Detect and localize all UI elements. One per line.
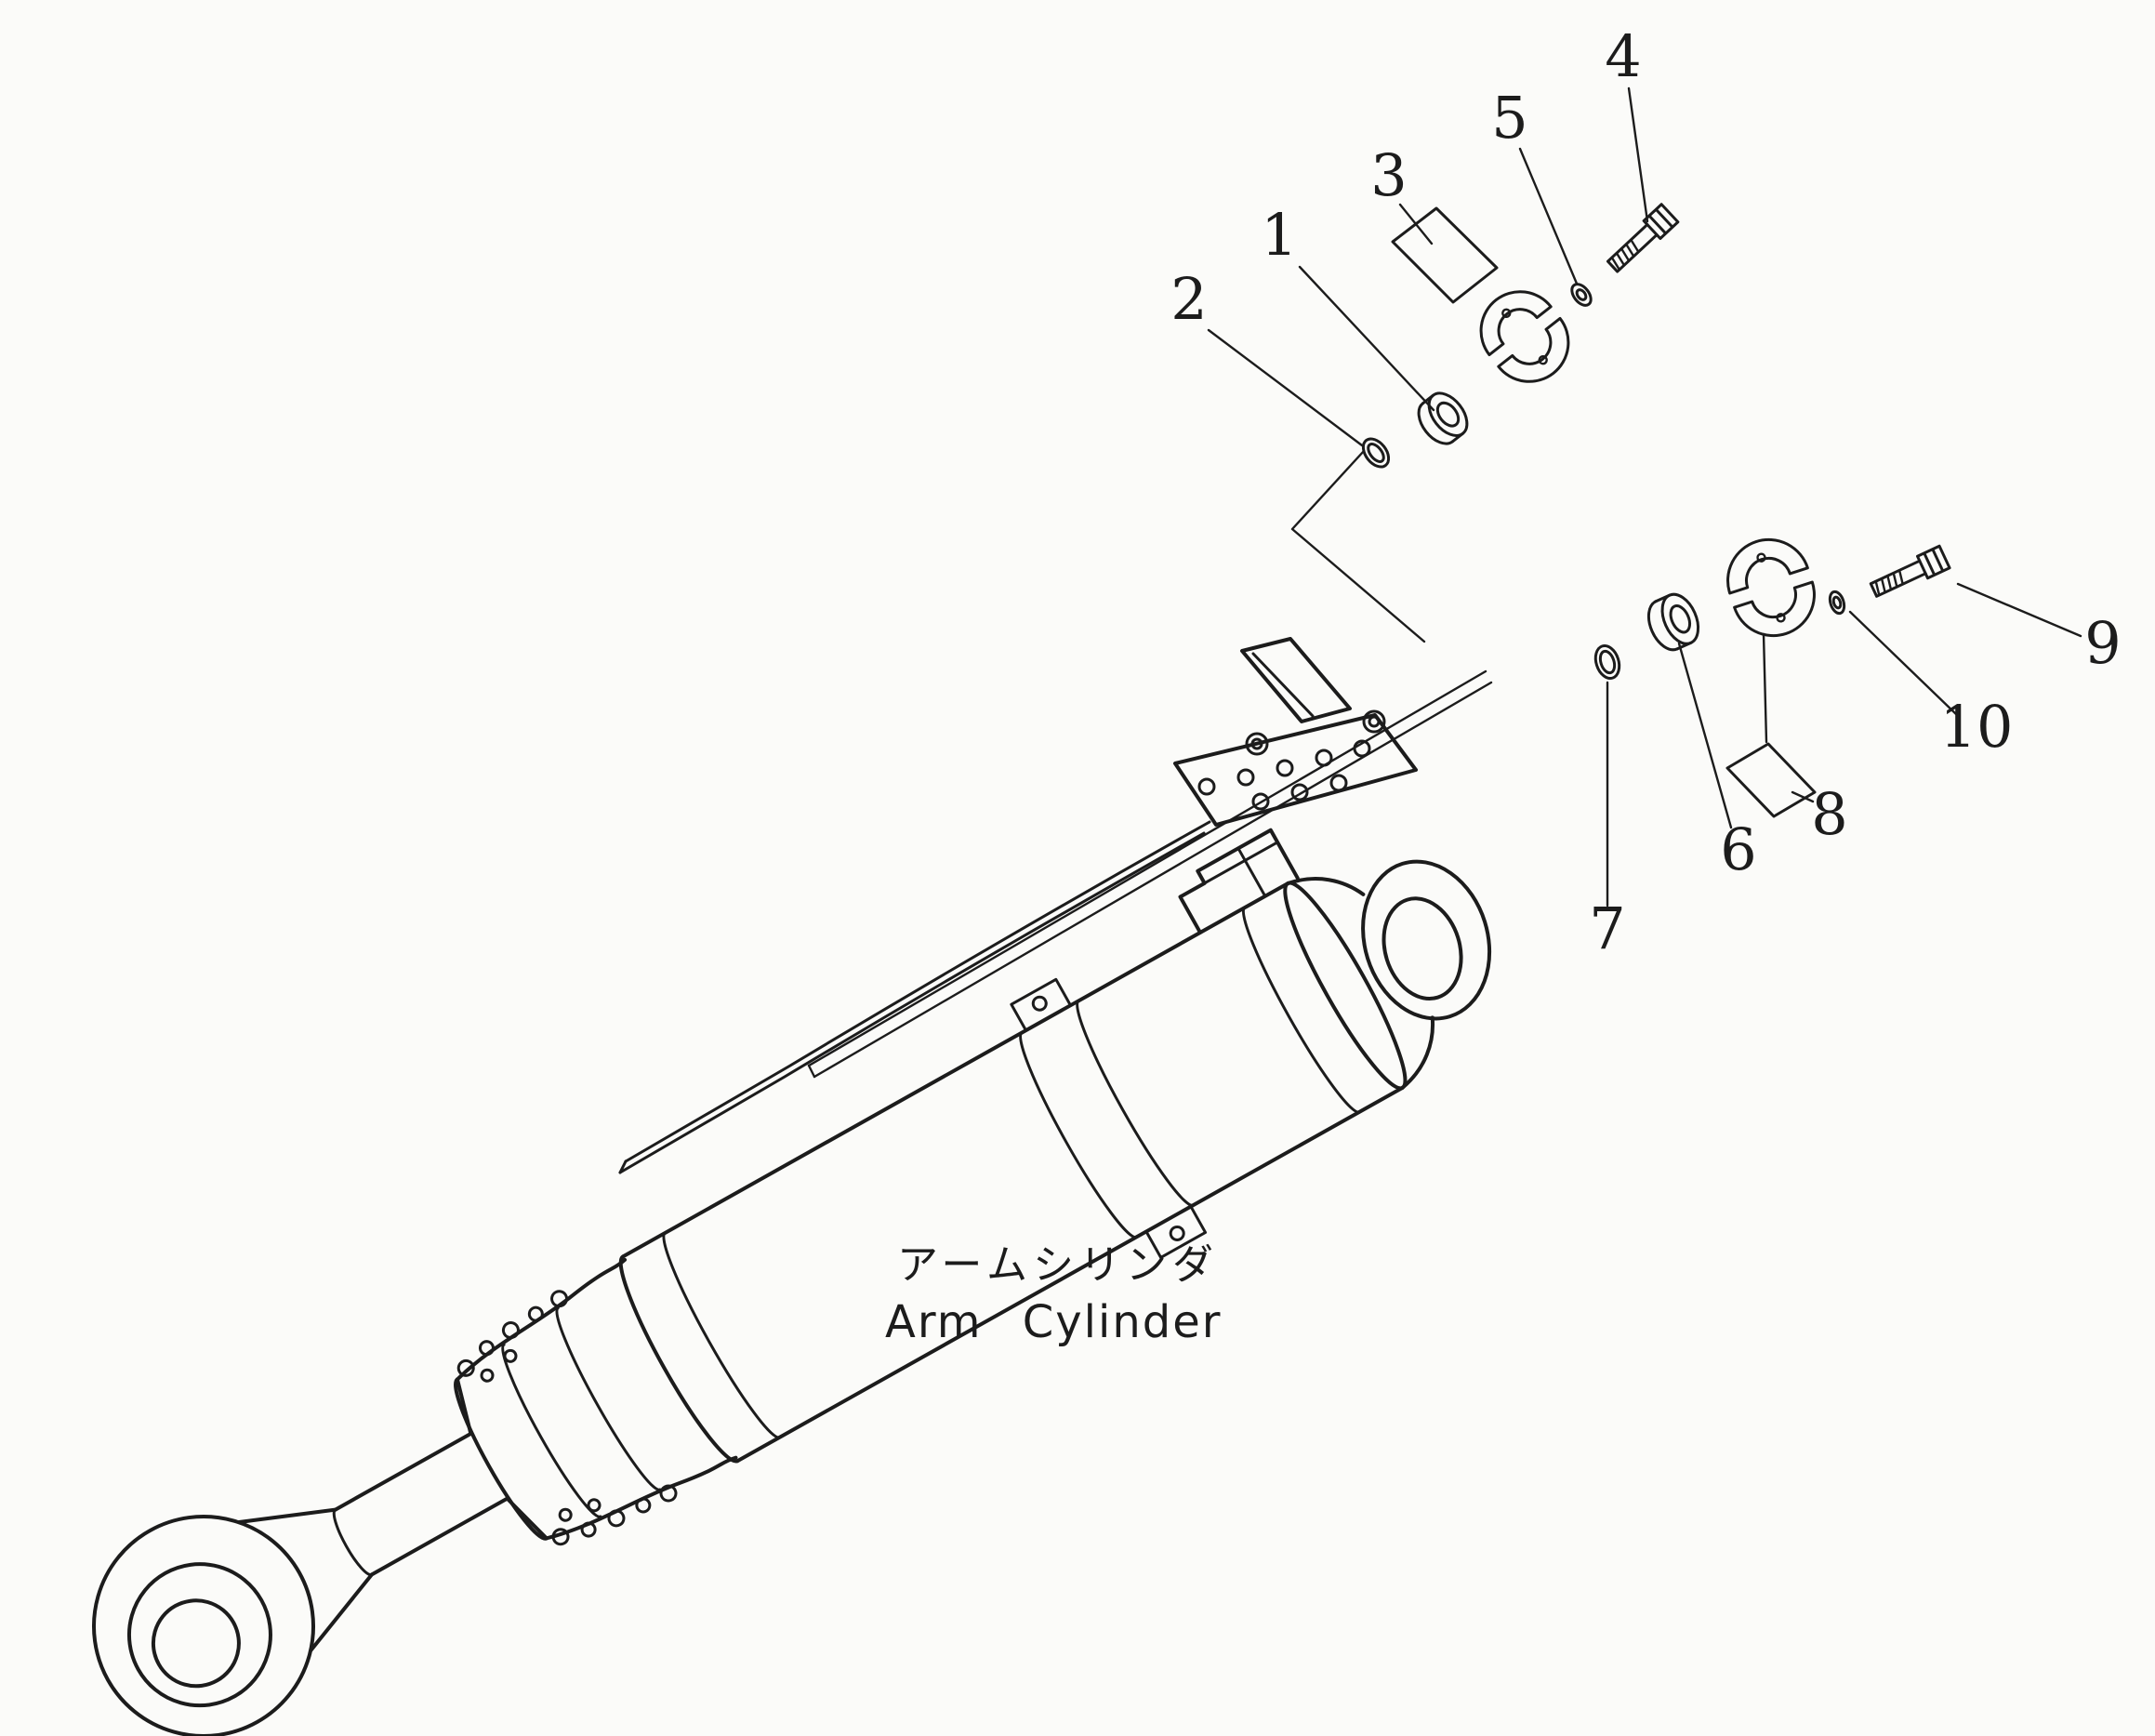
piston-rod	[333, 1431, 509, 1577]
arm-cylinder-drawing	[92, 828, 1492, 1736]
part-half-collars-8	[1726, 537, 1816, 638]
cap-eye	[1286, 859, 1492, 1090]
hydraulic-tube	[618, 820, 1211, 1174]
leader-4	[1627, 86, 1649, 223]
part-washer-5	[1570, 283, 1593, 307]
leader-5	[1518, 147, 1579, 285]
callout-7: 7	[1589, 895, 1625, 962]
part-half-collars-3	[1479, 290, 1570, 383]
assembly-axis-line-a	[1290, 449, 1426, 643]
rod-start-face	[332, 1508, 374, 1577]
leader-2	[1207, 328, 1364, 447]
bracket	[1240, 637, 1352, 723]
cylinder-head-gland	[454, 1257, 738, 1546]
diagram-title-japanese: アームシリンダ	[897, 1241, 1219, 1289]
leader-8	[1791, 790, 1815, 803]
callout-6: 6	[1720, 815, 1756, 883]
part-bolt-9	[1869, 544, 1951, 598]
leader-9	[1956, 582, 2082, 638]
callout-9: 9	[2084, 609, 2121, 677]
port-boss	[1178, 828, 1300, 934]
cylinder-barrel	[618, 881, 1408, 1464]
callout-4: 4	[1605, 22, 1641, 90]
callout-8: 8	[1811, 780, 1847, 848]
callout-3: 3	[1370, 141, 1407, 209]
callout-5: 5	[1491, 84, 1527, 152]
part-plate-3	[1391, 206, 1499, 304]
leader-1	[1298, 265, 1435, 412]
callout-10: 10	[1940, 693, 2014, 761]
callout-1: 1	[1261, 201, 1297, 269]
diagram-title-english: Arm Cylinder	[885, 1296, 1223, 1348]
mounting-plate	[1173, 637, 1418, 827]
leader-3	[1398, 203, 1434, 245]
callout-2: 2	[1170, 265, 1207, 333]
part-bushing-6	[1646, 592, 1700, 652]
rod-eye	[92, 1515, 315, 1736]
leader-10	[1848, 610, 1958, 716]
part-washer-10	[1828, 590, 1846, 616]
eye-taper	[237, 1507, 374, 1652]
part-plate-8	[1725, 632, 1817, 818]
part-oring-2	[1361, 437, 1391, 469]
clamp-band	[1010, 977, 1208, 1259]
part-oring-7	[1593, 643, 1621, 681]
gland-bolts	[456, 1290, 678, 1546]
assembly-axis-line-b	[807, 669, 1493, 1079]
leader-6	[1677, 642, 1733, 829]
leader-lines	[1207, 86, 2082, 908]
part-bolt-4	[1606, 203, 1680, 273]
plate-bolts	[1197, 709, 1386, 811]
